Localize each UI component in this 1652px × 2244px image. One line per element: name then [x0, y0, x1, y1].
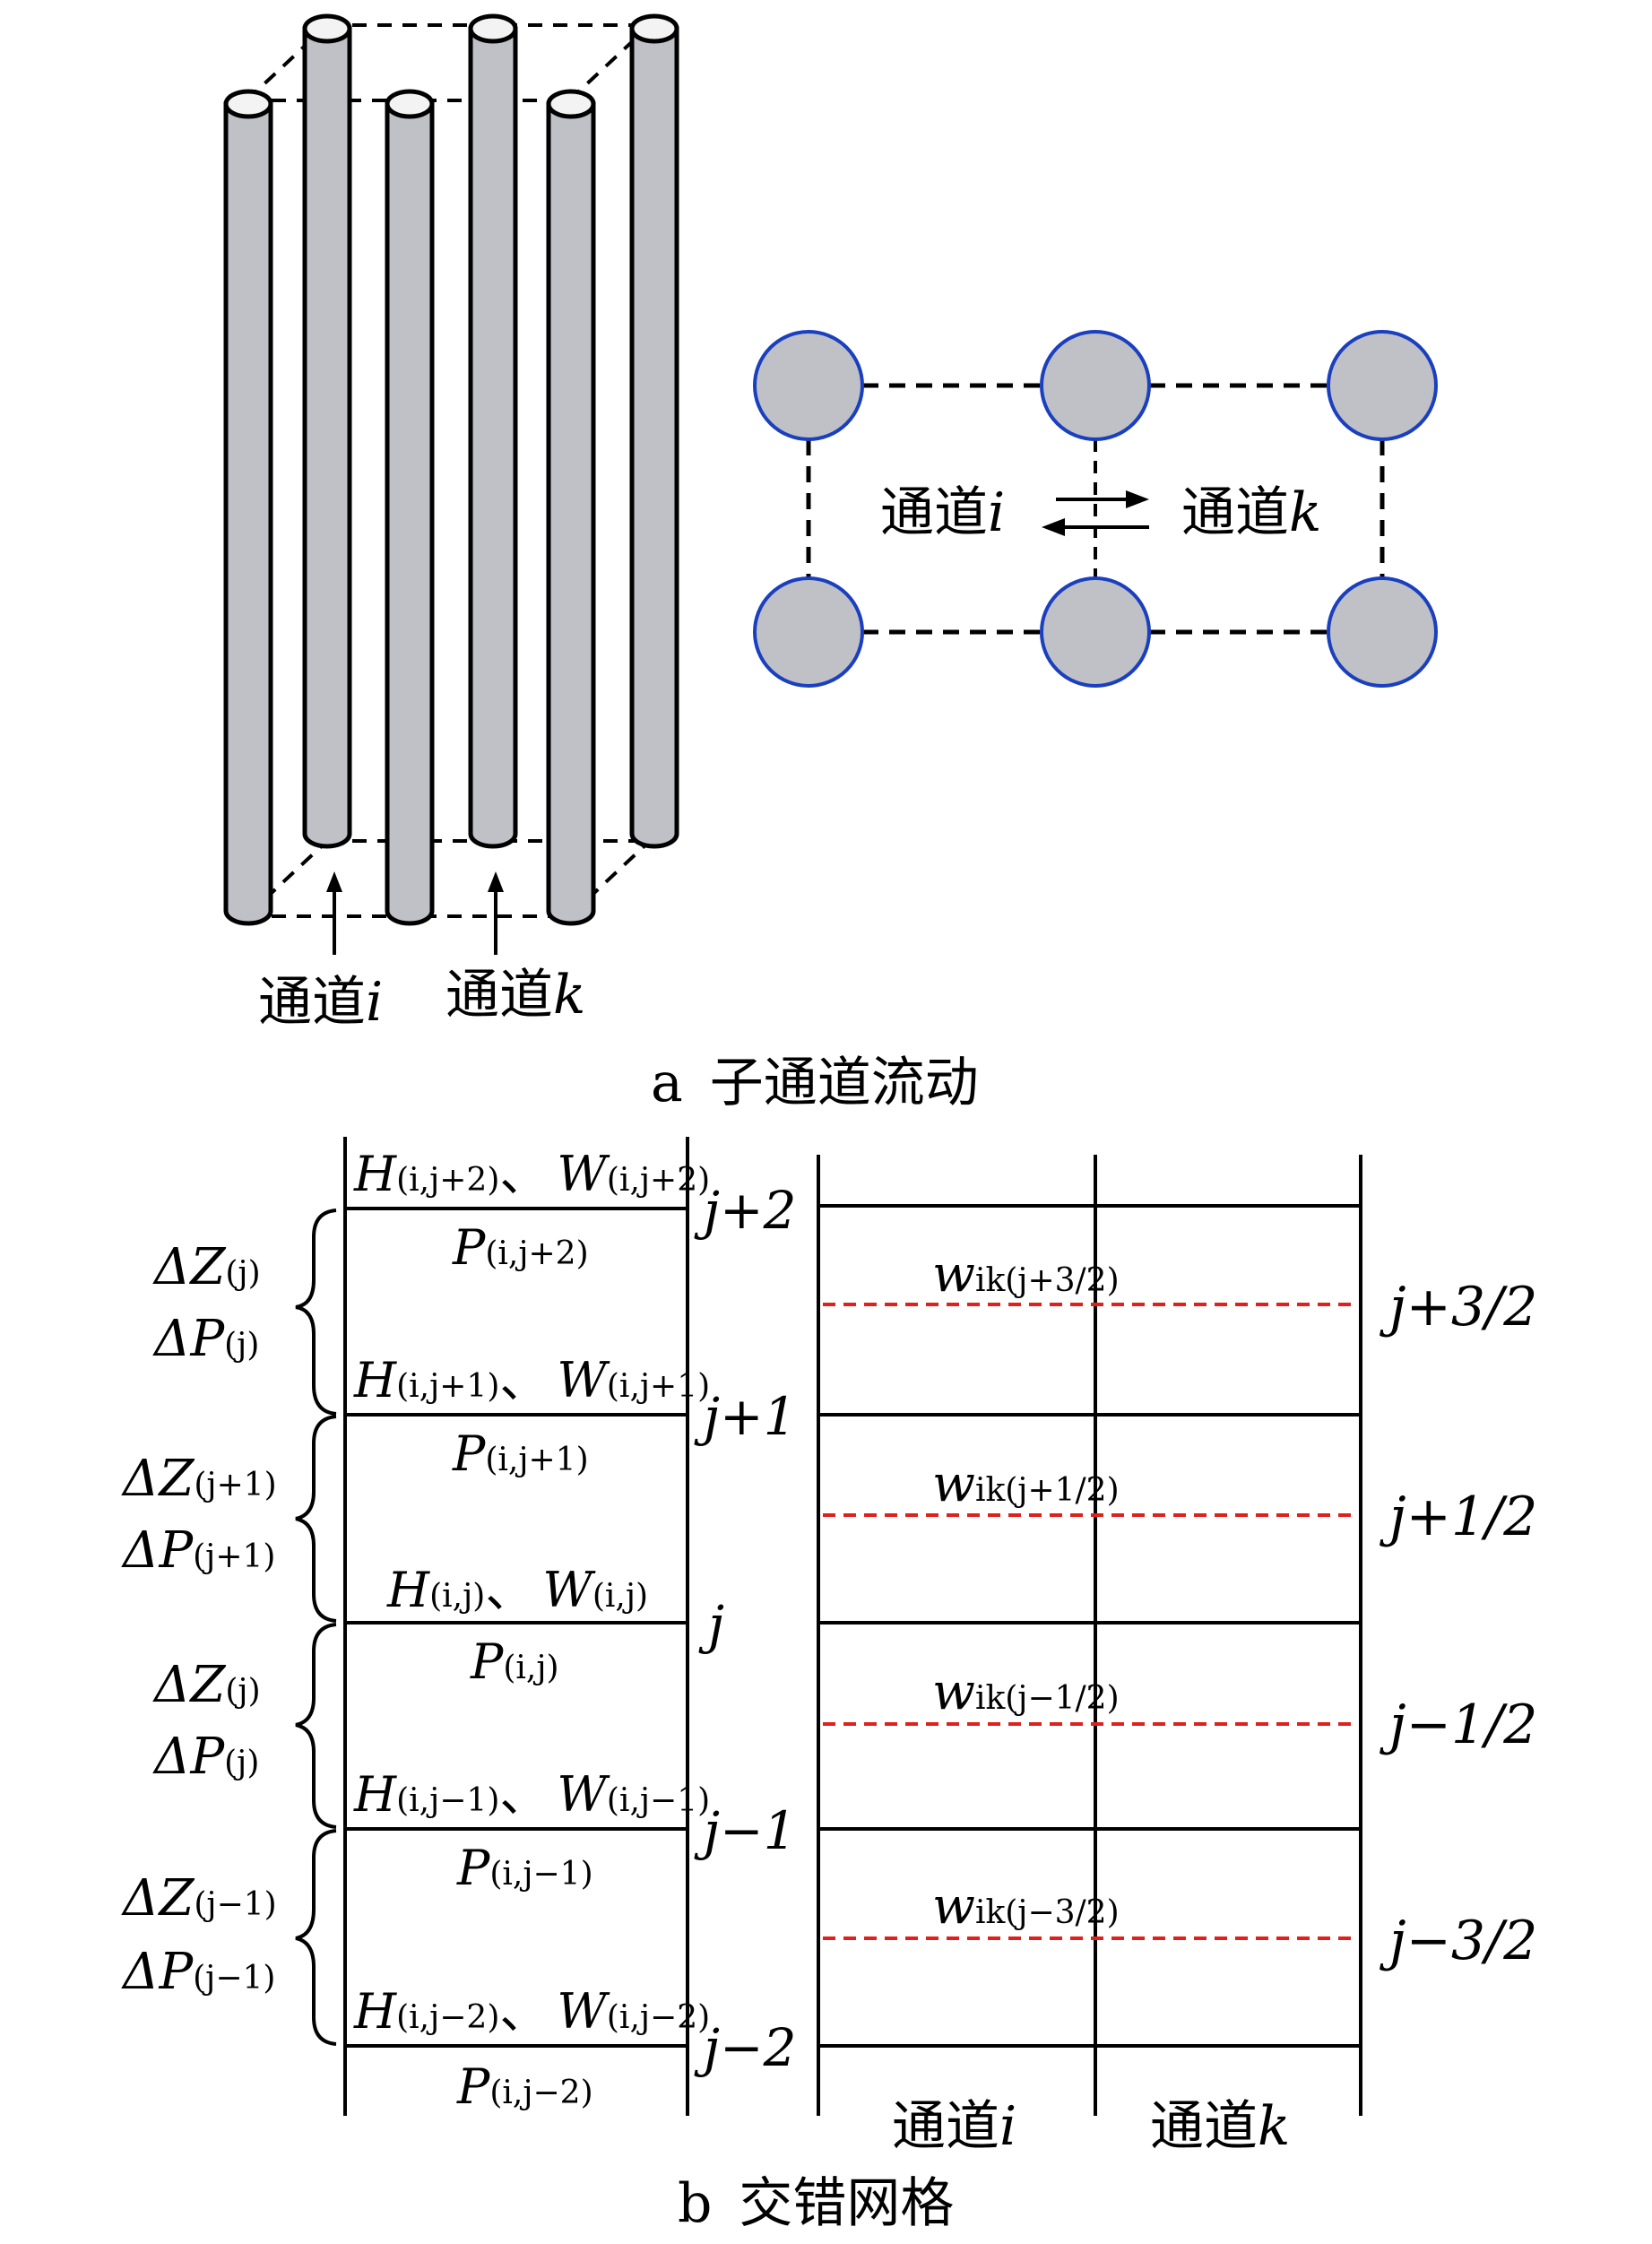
channel-i-arrow — [326, 871, 342, 955]
cross-section: 通道i 通道k — [753, 330, 1438, 688]
cross-channel-i-label: 通道i — [880, 481, 1005, 544]
channel-k-arrow — [488, 871, 504, 955]
rod-circles — [753, 330, 1438, 688]
half-level-label-j-1/2: j−1/2 — [1380, 1694, 1537, 1756]
crossflow-double-arrow — [1042, 490, 1149, 536]
half-level-label-j+3/2: j+3/2 — [1380, 1276, 1537, 1339]
half-level-label-j+1/2: j+1/2 — [1380, 1486, 1537, 1548]
p-label-j+2: P(i,j+2) — [452, 1219, 589, 1276]
level-label-j+1: j+1 — [694, 1386, 796, 1447]
half-level-label-j-3/2: j−3/2 — [1380, 1910, 1537, 1972]
rod-circle — [753, 330, 864, 441]
staggered-grid-left: H(i,j+2)、W(i,j+2) H(i,j+1)、W(i,j+1) H(i,… — [121, 1137, 796, 2116]
delta-z-label-3: ΔZ(j) — [152, 1656, 261, 1714]
delta-z-label-4: ΔZ(j−1) — [121, 1869, 277, 1928]
level-label-j-2: j−2 — [694, 2017, 796, 2078]
left-grid-lines — [343, 1137, 689, 2116]
rod-back-1 — [302, 13, 352, 849]
hw-label-j-2: H(i,j−2)、W(i,j−2) — [353, 1983, 710, 2040]
level-label-j+2: j+2 — [694, 1180, 796, 1241]
grid-channel-k-label: 通道k — [1150, 2095, 1290, 2158]
rod-front-2 — [385, 89, 435, 926]
delta-p-label-1: ΔP(j) — [152, 1310, 259, 1368]
control-volume-braces — [295, 1209, 337, 2046]
p-label-j-2: P(i,j−2) — [456, 2058, 593, 2115]
hw-label-j-1: H(i,j−1)、W(i,j−1) — [353, 1766, 710, 1823]
delta-p-label-4: ΔP(j−1) — [121, 1943, 275, 2001]
crossflow-label-3: wik(j−1/2) — [932, 1663, 1120, 1721]
delta-p-label-2: ΔP(j+1) — [121, 1521, 275, 1580]
rod-circle — [1040, 330, 1151, 441]
delta-p-label-3: ΔP(j) — [152, 1728, 259, 1786]
rod-circle — [753, 576, 864, 688]
p-label-j: P(i,j) — [470, 1633, 559, 1690]
rod-circle — [1327, 576, 1438, 688]
grid-channel-i-label: 通道i — [892, 2095, 1016, 2158]
p-label-j-1: P(i,j−1) — [456, 1840, 593, 1896]
delta-z-label-2: ΔZ(j+1) — [121, 1450, 277, 1508]
level-label-j: j — [698, 1594, 724, 1655]
crossflow-label-2: wik(j+1/2) — [932, 1455, 1120, 1513]
rod-circle — [1327, 330, 1438, 441]
delta-z-label-1: ΔZ(j) — [152, 1238, 261, 1296]
hw-label-j+2: H(i,j+2)、W(i,j+2) — [353, 1146, 710, 1202]
staggered-grid-right: wik(j+3/2) wik(j+1/2) wik(j−1/2) wik(j−3… — [817, 1155, 1537, 2158]
hw-label-j+1: H(i,j+1)、W(i,j+1) — [353, 1352, 710, 1408]
cross-channel-k-label: 通道k — [1181, 481, 1321, 544]
rod-back-2 — [468, 13, 518, 849]
cross-section-dashed-links — [806, 383, 1385, 635]
rod-front-3 — [546, 89, 596, 926]
rod-back-3 — [629, 13, 679, 849]
rod-circle — [1040, 576, 1151, 688]
channel-i-label: 通道i — [258, 971, 383, 1034]
crossflow-label-4: wik(j−3/2) — [932, 1877, 1120, 1936]
crossflow-dashed-lines — [823, 1303, 1355, 1940]
channel-k-label: 通道k — [445, 964, 585, 1027]
right-grid-lines — [817, 1155, 1362, 2116]
crossflow-label-1: wik(j+3/2) — [932, 1245, 1120, 1304]
rod-bundle-3d: 通道i 通道k — [223, 13, 679, 1034]
rod-front-1 — [223, 89, 273, 926]
hw-label-j: H(i,j)、W(i,j) — [386, 1562, 648, 1618]
level-label-j-1: j−1 — [694, 1800, 796, 1861]
p-label-j+1: P(i,j+1) — [452, 1425, 589, 1482]
